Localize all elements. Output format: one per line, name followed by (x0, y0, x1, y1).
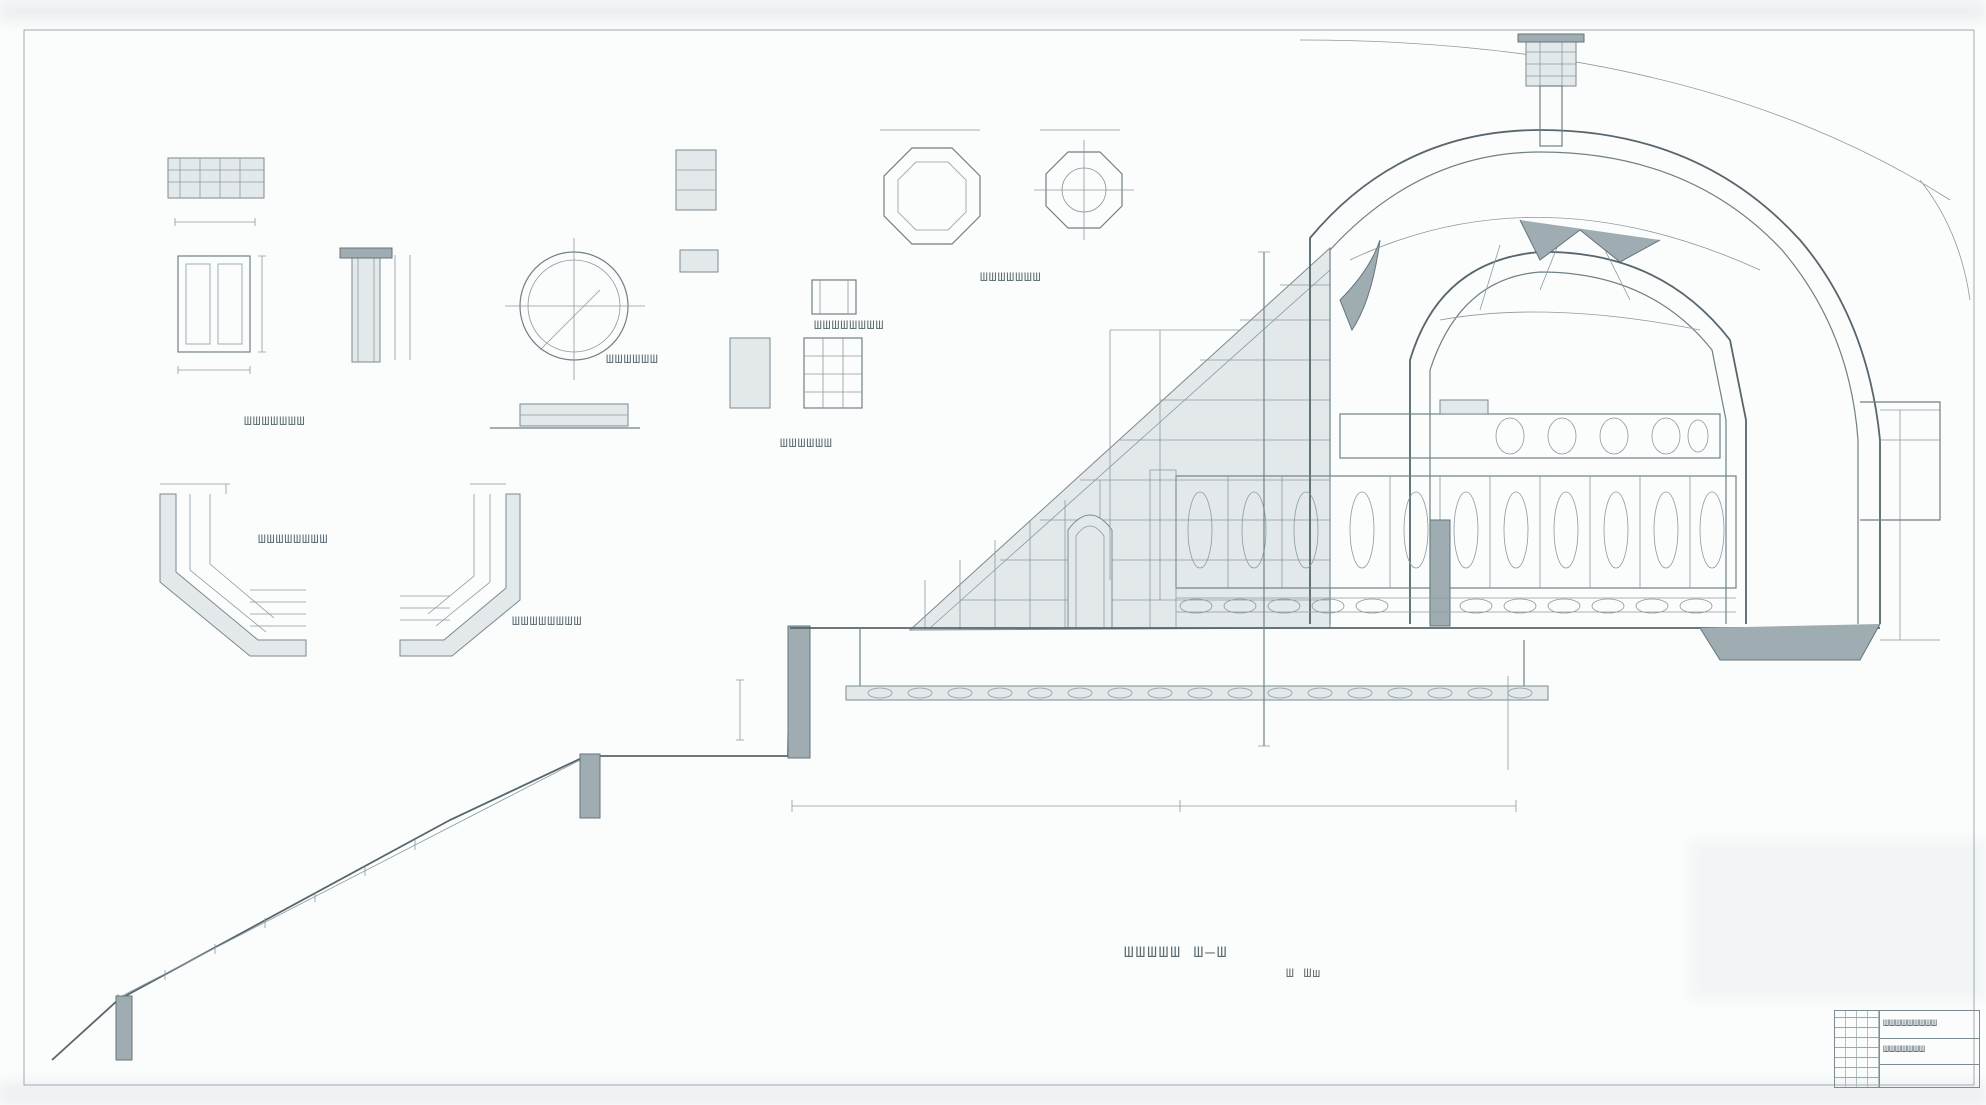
chimney-lantern (1517, 33, 1585, 147)
title-block-line-2: ШШШШШШШ (1883, 1045, 1926, 1056)
main-section-title: ШШШШШ Ш—Ш (1124, 944, 1229, 962)
mound-section (908, 246, 1331, 631)
window-detail-top (167, 157, 265, 226)
foundation-detail-right (399, 483, 521, 657)
octagon-plan-2 (1034, 129, 1134, 240)
title-block: ШШШШШШШШШ ШШШШШШШ (1834, 1010, 1980, 1088)
sill-section (490, 403, 640, 429)
caption-detail-d: ШШШШШШШШ (512, 614, 583, 629)
caption-detail-b: ШШШШШШ (606, 352, 659, 367)
title-block-divider (1879, 1038, 1979, 1039)
caption-detail-f: ШШШШШШШ (980, 270, 1042, 285)
stepped-terrain-profile (51, 625, 811, 1061)
foundation-detail-left (159, 483, 307, 657)
caption-detail-g: ШШШШШШШШ (814, 318, 885, 333)
small-details (675, 149, 863, 409)
relief-niches-upper (1339, 399, 1721, 459)
title-block-grid (1835, 1011, 1880, 1087)
door-section (339, 247, 411, 363)
caption-detail-e: ШШШШШШ (780, 436, 833, 451)
main-section-scale: Ш Шш (1286, 966, 1322, 981)
top-edge-smudge (0, 0, 1986, 22)
window-elevation (177, 255, 266, 374)
title-block-line-1: ШШШШШШШШШ (1883, 1019, 1938, 1030)
stain (1690, 840, 1986, 1000)
octagon-plan-1 (880, 129, 981, 245)
sheet-border (23, 29, 1975, 1086)
caption-detail-c: ШШШШШШШШ (258, 532, 329, 547)
plinth-foundation (790, 623, 1881, 701)
circular-window (505, 238, 645, 380)
bottom-edge-smudge (0, 1082, 1986, 1105)
dome-section (1299, 39, 1971, 624)
title-block-divider-2 (1879, 1064, 1979, 1065)
dimension-lines (791, 251, 1941, 812)
relief-niches-lower (1175, 475, 1737, 627)
caption-detail-a: ШШШШШШШ (244, 414, 306, 429)
